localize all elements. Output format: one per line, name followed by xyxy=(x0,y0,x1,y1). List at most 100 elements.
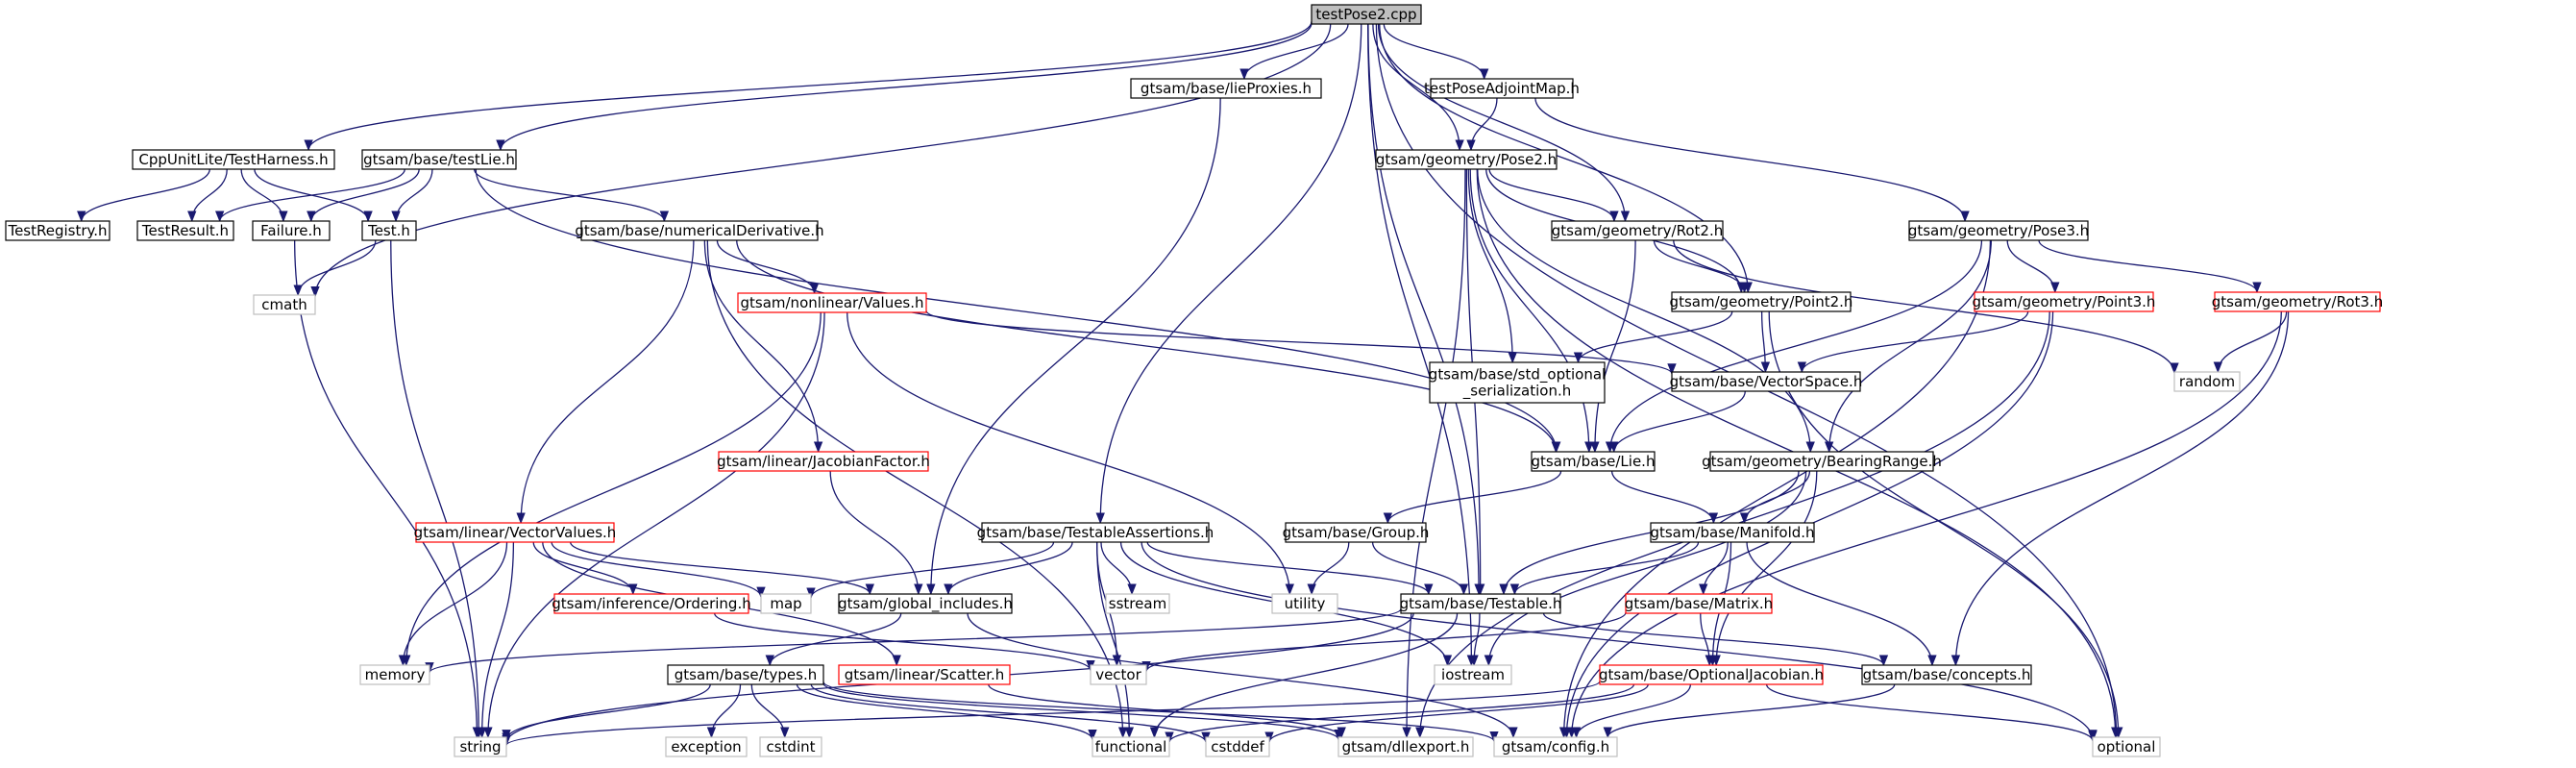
node-exception[interactable]: exception xyxy=(665,736,748,757)
edge-root-to-iostream xyxy=(1366,23,1477,667)
edge-values-to-string xyxy=(483,311,825,739)
edge-testable-to-iostream xyxy=(1469,612,1481,667)
node-testRegistry[interactable]: TestRegistry.h xyxy=(5,220,110,241)
node-memory[interactable]: memory xyxy=(359,664,430,685)
node-manifold[interactable]: gtsam/base/Manifold.h xyxy=(1650,522,1815,543)
edge-values-to-utility xyxy=(846,311,1294,596)
node-harness[interactable]: CppUnitLite/TestHarness.h xyxy=(132,149,335,170)
edge-testLie-to-lie xyxy=(475,168,1561,454)
node-functional[interactable]: functional xyxy=(1092,736,1170,757)
node-cmath[interactable]: cmath xyxy=(253,294,316,315)
node-optJacobian[interactable]: gtsam/base/OptionalJacobian.h xyxy=(1599,664,1824,685)
edge-globalIncludes-to-config xyxy=(967,612,1518,739)
node-iostream[interactable]: iostream xyxy=(1434,664,1512,685)
edge-concepts-to-config xyxy=(1603,683,1896,739)
node-group[interactable]: gtsam/base/Group.h xyxy=(1283,522,1430,543)
edge-manifold-to-concepts xyxy=(1746,541,1937,667)
node-cstdint[interactable]: cstdint xyxy=(759,736,822,757)
node-box xyxy=(580,220,819,241)
edge-pose2-to-stdopt xyxy=(1467,168,1517,364)
node-label: gtsam/linear/Scatter.h xyxy=(845,666,1005,683)
node-matrix[interactable]: gtsam/base/Matrix.h xyxy=(1625,593,1773,614)
node-pose3[interactable]: gtsam/geometry/Pose3.h xyxy=(1908,220,2089,241)
node-rot3[interactable]: gtsam/geometry/Rot3.h xyxy=(2212,291,2383,312)
node-label: gtsam/base/Matrix.h xyxy=(1625,595,1773,612)
node-stdopt[interactable]: gtsam/base/std_optional_serialization.h xyxy=(1429,361,1606,404)
node-lie[interactable]: gtsam/base/Lie.h xyxy=(1531,451,1656,472)
edge-vectorValues-to-string xyxy=(477,541,515,739)
node-values[interactable]: gtsam/nonlinear/Values.h xyxy=(737,292,927,313)
edge-root-to-cmath xyxy=(310,23,1332,298)
node-label: gtsam/linear/VectorValues.h xyxy=(414,524,617,541)
node-dllexport[interactable]: gtsam/dllexport.h xyxy=(1337,736,1474,757)
node-bearingRange[interactable]: gtsam/geometry/BearingRange.h xyxy=(1702,451,1942,472)
node-label: gtsam/base/concepts.h xyxy=(1863,666,2031,683)
node-box xyxy=(454,736,507,757)
node-utility[interactable]: utility xyxy=(1271,593,1338,614)
node-cstddef[interactable]: cstddef xyxy=(1205,736,1270,757)
edge-layer xyxy=(77,21,2290,747)
node-label: gtsam/base/VectorSpace.h xyxy=(1670,373,1863,390)
node-config[interactable]: gtsam/config.h xyxy=(1493,736,1618,757)
node-vector[interactable]: vector xyxy=(1090,664,1147,685)
node-numDeriv[interactable]: gtsam/base/numericalDerivative.h xyxy=(575,220,824,241)
node-box xyxy=(1285,522,1427,543)
node-random[interactable]: random xyxy=(2173,371,2241,392)
node-testableAssert[interactable]: gtsam/base/TestableAssertions.h xyxy=(977,522,1214,543)
node-types[interactable]: gtsam/base/types.h xyxy=(667,664,824,685)
node-box xyxy=(1531,451,1656,472)
node-box xyxy=(1861,664,2032,685)
node-failure[interactable]: Failure.h xyxy=(252,220,331,241)
edge-testableAssert-to-sstream xyxy=(1100,541,1137,596)
node-label: utility xyxy=(1285,595,1326,612)
node-label: memory xyxy=(365,666,426,683)
edge-types-to-dllexport xyxy=(822,682,1343,741)
node-box xyxy=(1908,220,2089,241)
node-label: gtsam/base/Lie.h xyxy=(1532,453,1656,470)
edge-root-to-lieProxies xyxy=(1239,23,1349,81)
node-pose2[interactable]: gtsam/geometry/Pose2.h xyxy=(1375,149,1558,170)
node-label: Test.h xyxy=(367,222,410,239)
node-jacobianFactor[interactable]: gtsam/linear/JacobianFactor.h xyxy=(717,451,930,472)
node-label: gtsam/linear/JacobianFactor.h xyxy=(717,453,930,470)
edge-numDeriv-to-values xyxy=(716,239,820,295)
node-label: gtsam/global_includes.h xyxy=(838,595,1013,613)
node-box xyxy=(253,294,316,315)
node-adjoint[interactable]: testPoseAdjointMap.h xyxy=(1424,78,1580,99)
node-label: gtsam/base/testLie.h xyxy=(363,151,515,168)
node-label: _serialization.h xyxy=(1462,383,1571,401)
node-concepts[interactable]: gtsam/base/concepts.h xyxy=(1861,664,2032,685)
node-vectorValues[interactable]: gtsam/linear/VectorValues.h xyxy=(414,522,617,543)
node-label: gtsam/geometry/Rot2.h xyxy=(1552,222,1723,239)
edge-optJacobian-to-string xyxy=(502,681,1601,747)
node-sstream[interactable]: sstream xyxy=(1105,593,1170,614)
node-map[interactable]: map xyxy=(760,593,812,614)
edge-root-to-harness xyxy=(304,21,1313,152)
edge-testLie-to-numDeriv xyxy=(473,168,669,223)
node-rot2[interactable]: gtsam/geometry/Rot2.h xyxy=(1551,220,1724,241)
edge-values-to-memory xyxy=(402,311,822,667)
edge-point2-to-stdopt xyxy=(1573,310,1733,364)
node-point2[interactable]: gtsam/geometry/Point2.h xyxy=(1670,291,1853,312)
node-optional[interactable]: optional xyxy=(2092,736,2161,757)
node-globalIncludes[interactable]: gtsam/global_includes.h xyxy=(838,593,1013,614)
edge-types-to-cstdint xyxy=(750,683,790,739)
node-testLie[interactable]: gtsam/base/testLie.h xyxy=(361,149,517,170)
node-testable[interactable]: gtsam/base/Testable.h xyxy=(1400,593,1562,614)
node-string[interactable]: string xyxy=(454,736,507,757)
node-testResult[interactable]: TestResult.h xyxy=(136,220,234,241)
node-label: gtsam/geometry/BearingRange.h xyxy=(1702,453,1942,470)
node-box xyxy=(1271,593,1338,614)
edge-group-to-utility xyxy=(1307,541,1350,596)
node-vectorSpace[interactable]: gtsam/base/VectorSpace.h xyxy=(1670,371,1863,392)
node-scatter[interactable]: gtsam/linear/Scatter.h xyxy=(838,664,1011,685)
node-ordering[interactable]: gtsam/inference/Ordering.h xyxy=(552,593,751,614)
node-label: TestResult.h xyxy=(141,222,229,239)
edge-test-to-cmath xyxy=(293,239,377,297)
node-root[interactable]: testPose2.cpp xyxy=(1311,4,1422,25)
node-point3[interactable]: gtsam/geometry/Point3.h xyxy=(1973,291,2156,312)
edge-pose2-to-rot2 xyxy=(1488,168,1619,223)
node-test[interactable]: Test.h xyxy=(361,220,417,241)
node-lieProxies[interactable]: gtsam/base/lieProxies.h xyxy=(1130,78,1322,99)
node-box xyxy=(361,149,517,170)
